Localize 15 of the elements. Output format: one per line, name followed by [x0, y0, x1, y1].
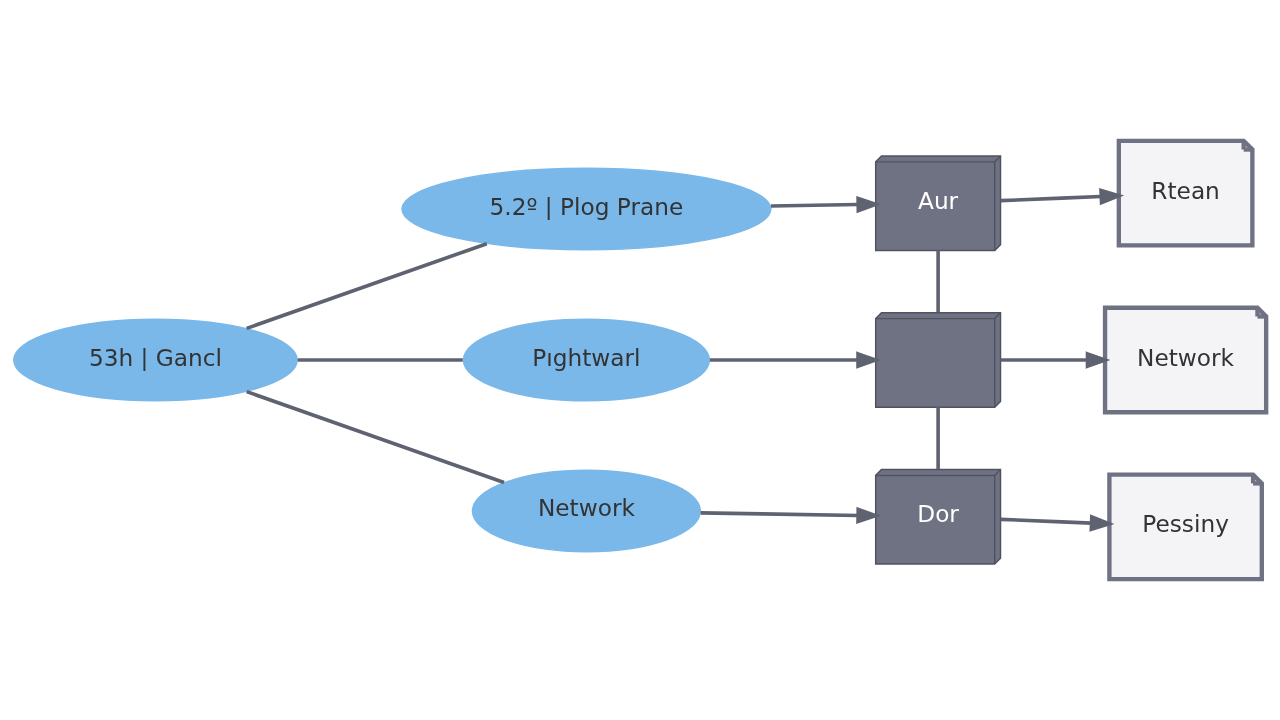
- connector: [936, 250, 940, 313]
- node-ellipse: Network: [471, 469, 702, 553]
- node-ellipse: 53h | Gancl: [13, 318, 298, 402]
- arrow: [1000, 187, 1125, 206]
- connector: [246, 241, 488, 331]
- connector: [297, 358, 463, 362]
- arrow: [700, 506, 882, 525]
- connector: [246, 389, 505, 485]
- node-ellipse: Pıghtwarl: [462, 318, 711, 402]
- node-ellipse: 5.2º | Plog Prane: [401, 167, 772, 251]
- connector: [936, 407, 940, 469]
- arrow: [1000, 351, 1111, 369]
- arrow: [709, 351, 881, 369]
- arrow: [1000, 514, 1115, 532]
- arrow: [770, 195, 882, 214]
